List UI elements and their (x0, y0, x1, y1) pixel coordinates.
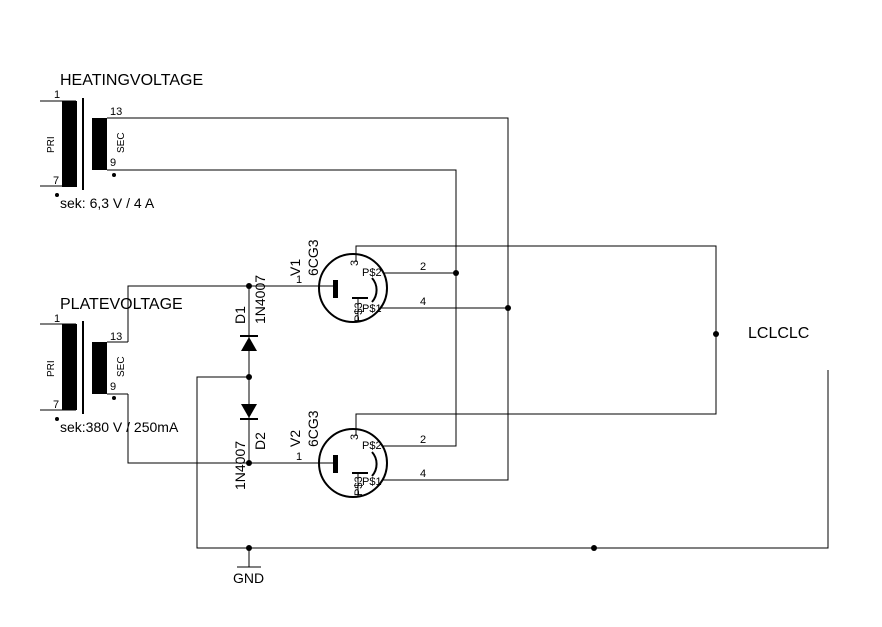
tube-v2-envelope (318, 428, 388, 498)
tube-v2-value: 6CG3 (305, 410, 321, 447)
wire-ground-bus (196, 370, 829, 549)
plate-pri-polarity-dot (55, 417, 59, 421)
tube-v2-pin-p2: 2 (420, 434, 426, 446)
junction-dot (505, 305, 511, 311)
tube-v2: V2 6CG3 1 2 4 3 P$2 P$1 P$3 (287, 410, 426, 498)
tube-v2-label-p1: P$1 (362, 476, 382, 488)
diode-d2-name: D2 (252, 432, 268, 450)
tube-v1-label-p1: P$1 (362, 303, 382, 315)
tube-v2-label-p2: P$2 (362, 440, 382, 452)
diode-d1: D1 1N4007 (232, 275, 268, 351)
tube-v1-label-p2: P$2 (362, 267, 382, 279)
tube-v1-pin-p4: 4 (420, 296, 426, 308)
junction-dot (246, 374, 252, 380)
heating-transformer: HEATINGVOLTAGE 1 7 PRI 13 9 SEC sek: 6,3… (40, 72, 203, 211)
tube-v1-pin-p3: 3 (349, 260, 361, 266)
output-label: LCLCLC (748, 325, 809, 342)
plate-sec-pin-top: 13 (110, 331, 122, 343)
junction-dot (453, 270, 459, 276)
tube-v1-name: V1 (287, 259, 303, 276)
plate-primary-core (62, 324, 77, 410)
wire-heating-13-to-v2-p4 (128, 117, 509, 481)
diode-d1-value: 1N4007 (252, 275, 268, 324)
wire-heating-9-to-v2-p2 (128, 169, 457, 447)
junctions (246, 270, 719, 551)
plate-transformer-name: PLATEVOLTAGE (60, 296, 183, 313)
diode-d2: D2 1N4007 (232, 404, 268, 490)
plate-pri-pin-top: 1 (54, 313, 60, 325)
heating-sec-pin-bottom: 9 (110, 157, 116, 169)
tube-v1-grid (333, 280, 338, 298)
diode-d2-value: 1N4007 (232, 441, 248, 490)
heating-sec-pin-top: 13 (110, 106, 122, 118)
plate-pri-pin-bottom: 7 (53, 399, 59, 411)
tube-v1-pin-grid: 1 (296, 274, 302, 286)
diode-d1-triangle (241, 337, 257, 351)
heating-secondary-core (92, 118, 107, 170)
plate-sec-pin-bottom: 9 (110, 381, 116, 393)
plate-secondary-core (92, 342, 107, 394)
junction-dot (246, 460, 252, 466)
tube-v1-label-p3: P$3 (353, 302, 365, 322)
ground-label: GND (233, 570, 264, 586)
plate-sec-label: SEC (116, 356, 127, 377)
heating-primary-core (62, 101, 77, 187)
heating-pri-pin-top: 1 (54, 89, 60, 101)
tube-v2-label-p3: P$3 (353, 476, 365, 496)
heating-sec-label: SEC (116, 132, 127, 153)
tube-v1-plate-arc (371, 277, 378, 303)
wire-plate-13-to-v1-grid (127, 285, 320, 342)
wiring (127, 117, 829, 567)
tube-v2-plate-arc (371, 451, 378, 477)
junction-dot (713, 331, 719, 337)
tube-v2-pin-p4: 4 (420, 468, 426, 480)
tube-v1-pin-p2: 2 (420, 261, 426, 273)
tube-v2-grid (333, 455, 338, 473)
plate-transformer: PLATEVOLTAGE 1 7 PRI 13 9 SEC sek:380 V … (40, 296, 183, 435)
plate-sec-polarity-dot (112, 396, 116, 400)
junction-dot (246, 545, 252, 551)
heating-transformer-name: HEATINGVOLTAGE (60, 72, 203, 89)
heating-pri-label: PRI (46, 136, 57, 153)
diode-d2-triangle (241, 404, 257, 418)
heating-pri-pin-bottom: 7 (53, 175, 59, 187)
heating-transformer-rating: sek: 6,3 V / 4 A (60, 195, 155, 211)
tube-v1-envelope (318, 253, 388, 323)
tube-v2-name: V2 (287, 430, 303, 447)
wire-plate-9-to-v2-grid (127, 394, 320, 464)
heating-sec-polarity-dot (112, 173, 116, 177)
junction-dot (246, 283, 252, 289)
tube-v1-value: 6CG3 (305, 239, 321, 276)
tube-v2-pin-p3: 3 (349, 434, 361, 440)
tube-v2-pin-grid: 1 (296, 451, 302, 463)
tube-v1: V1 6CG3 1 2 4 3 P$2 P$1 P$3 (287, 239, 426, 323)
junction-dot (591, 545, 597, 551)
diode-d1-name: D1 (232, 306, 248, 324)
plate-transformer-rating: sek:380 V / 250mA (60, 419, 179, 435)
plate-pri-label: PRI (46, 360, 57, 377)
heating-pri-polarity-dot (55, 193, 59, 197)
